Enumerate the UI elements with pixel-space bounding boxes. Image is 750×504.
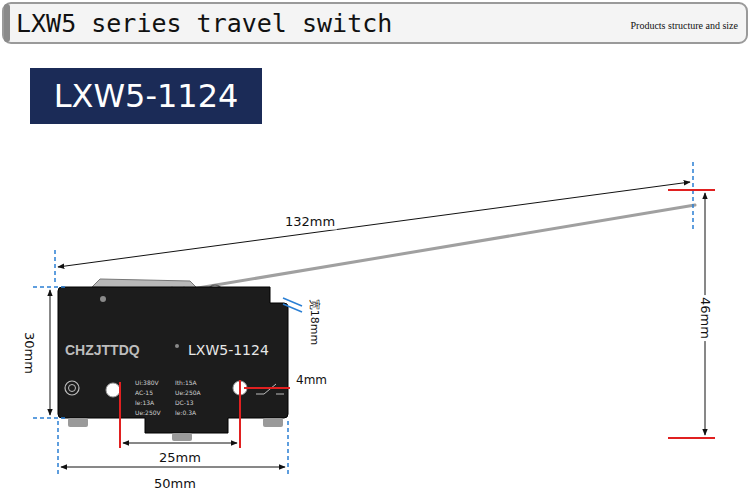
dimension-line (61, 467, 285, 468)
contact-symbol (276, 394, 284, 395)
extension-line (33, 286, 68, 288)
lever-arm (180, 205, 695, 291)
text-anchor: 132mm (283, 211, 337, 230)
text-anchor: 25mm (159, 447, 201, 466)
dimension-label: 30mm (21, 332, 36, 374)
text-anchor: AC-15 (135, 380, 153, 399)
dimension-label: 46mm (697, 295, 712, 341)
extension-line (668, 189, 715, 191)
model-text: LXW5-1124 (188, 342, 269, 358)
switch-body-label-area: CHZJTTDQLXW5-1124Ui:380VIth:15AAC-15Ue:2… (58, 287, 288, 418)
extension-line (668, 437, 715, 439)
text-anchor: Ue:250A (175, 380, 201, 399)
dimension-label: 132mm (283, 215, 337, 230)
text-anchor: Ie:13A (135, 390, 154, 409)
rating-text: Ith:15A (175, 379, 197, 386)
rating-text: Ui:380V (135, 379, 159, 386)
width-marker (283, 304, 302, 312)
extension-line (57, 421, 59, 474)
extension-line (239, 380, 241, 448)
text-anchor: Ith:15A (175, 370, 197, 389)
terminal (172, 433, 192, 441)
text-anchor: Ue:250V (135, 400, 161, 419)
page-title: LXW5 series travel switch (16, 9, 392, 38)
header-band (3, 3, 747, 43)
text-anchor: Ie:0.3A (175, 400, 196, 419)
mount-hole (106, 383, 120, 397)
rivet (175, 344, 179, 348)
extension-line (54, 250, 56, 282)
dimension-label: 50mm (154, 477, 196, 492)
rating-text: DC-13 (175, 399, 194, 406)
extension-line (33, 417, 68, 419)
text-anchor: LXW5-1124 (188, 340, 269, 359)
model-title: LXW5-1124 (54, 77, 239, 115)
ccc-logo (69, 385, 76, 392)
extension-line (692, 162, 694, 232)
dimension-line (58, 182, 690, 267)
rivet (100, 296, 106, 302)
rating-text: Ue:250V (135, 409, 161, 416)
dimension-label: 宽18mm (307, 299, 320, 345)
brand-text: CHZJTTDQ (65, 342, 140, 358)
text-anchor: Ui:380V (135, 370, 159, 389)
subtitle: Products structure and size (631, 20, 738, 32)
rating-text: Ie:13A (135, 399, 154, 406)
rating-text: Ie:0.3A (175, 409, 196, 416)
extension-line (287, 421, 289, 474)
text-anchor: 30mm (21, 332, 40, 374)
model-box: LXW5-1124 (30, 68, 262, 124)
text-anchor: CHZJTTDQ (65, 340, 140, 359)
dimension-label: 25mm (159, 451, 201, 466)
terminal (263, 418, 283, 427)
text-anchor: 46mm (697, 295, 716, 341)
text-anchor: Products structure and size (631, 14, 738, 33)
rating-text: Ue:250A (175, 389, 201, 396)
dimension-line (123, 443, 237, 444)
terminal (68, 418, 88, 427)
rating-text: AC-15 (135, 389, 153, 396)
dimension-label: 4mm (296, 374, 327, 388)
text-anchor: LXW5 series travel switch (16, 9, 392, 38)
text-anchor: 宽18mm (307, 299, 326, 345)
text-anchor: 4mm (296, 369, 327, 388)
extension-line (244, 387, 290, 389)
dimension-line (50, 290, 51, 415)
header-stripe (4, 4, 10, 42)
extension-line (119, 382, 121, 448)
switch-body (58, 287, 288, 433)
text-anchor: DC-13 (175, 390, 194, 409)
text-anchor: 50mm (154, 473, 196, 492)
ccc-logo (65, 381, 79, 395)
